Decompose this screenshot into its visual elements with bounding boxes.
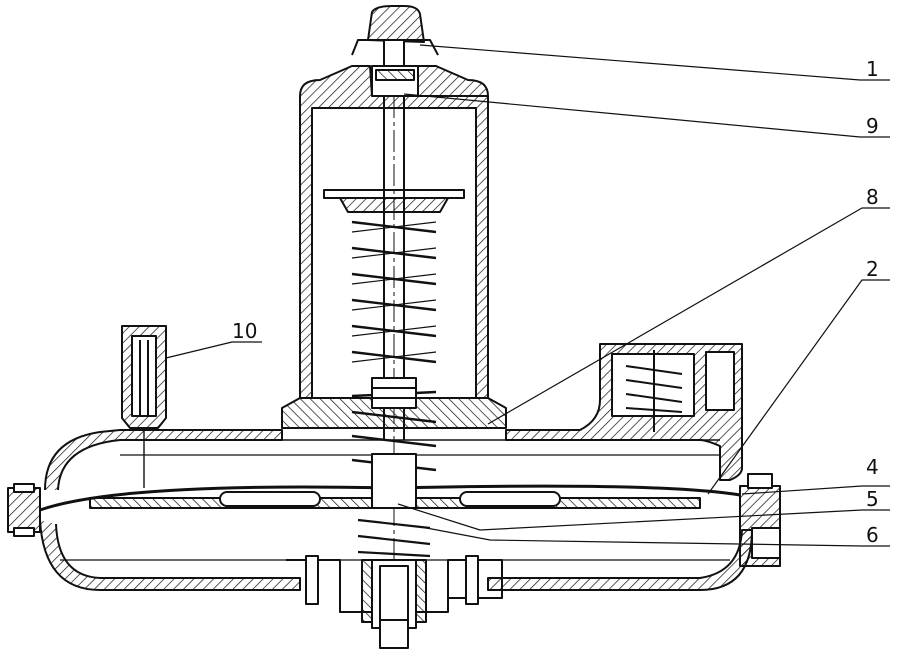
callout-6: 6 [866,523,879,547]
callout-4: 4 [866,455,879,479]
left-flange [7,483,41,537]
lower-body [39,519,753,649]
vent-fitting [121,325,167,488]
callout-5: 5 [866,487,879,511]
callout-10: 10 [232,319,257,343]
callout-2: 2 [866,257,879,281]
callout-9: 9 [866,114,879,138]
central-stem [383,96,405,640]
callout-1: 1 [866,57,879,81]
spring-nut [371,377,417,409]
leader-lines [165,44,890,547]
callout-labels: 1 9 8 2 10 4 5 6 [232,57,879,547]
callout-8: 8 [866,185,879,209]
top-cap [299,5,489,97]
relief-valve [611,350,735,432]
diaphragm [39,453,741,512]
